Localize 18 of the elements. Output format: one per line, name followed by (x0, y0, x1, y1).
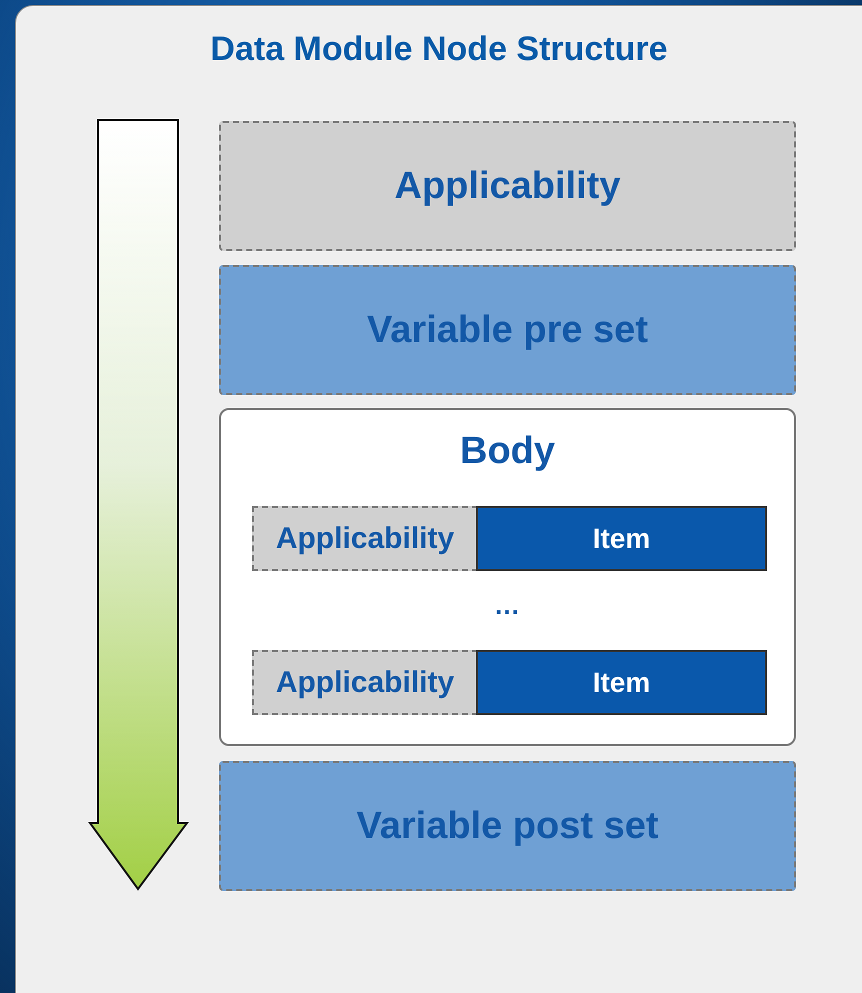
section-label: Applicability (276, 666, 454, 700)
dashed-box (219, 265, 796, 395)
body-panel (219, 408, 796, 746)
dashed-box (252, 506, 478, 571)
ellipsis-label: … (494, 590, 520, 621)
item-box (476, 506, 767, 571)
section-label: Variable post set (356, 804, 658, 848)
item-label: Item (592, 522, 650, 554)
diagram-title: Data Module Node Structure (210, 30, 668, 69)
section-heading: Body (460, 430, 555, 473)
dashed-box (252, 650, 478, 715)
dashed-box (219, 121, 796, 251)
item-box (476, 650, 767, 715)
item-label: Item (592, 666, 650, 698)
section-label: Applicability (394, 164, 620, 208)
dashed-box (219, 761, 796, 891)
section-label: Variable pre set (367, 308, 648, 352)
section-label: Applicability (276, 522, 454, 556)
